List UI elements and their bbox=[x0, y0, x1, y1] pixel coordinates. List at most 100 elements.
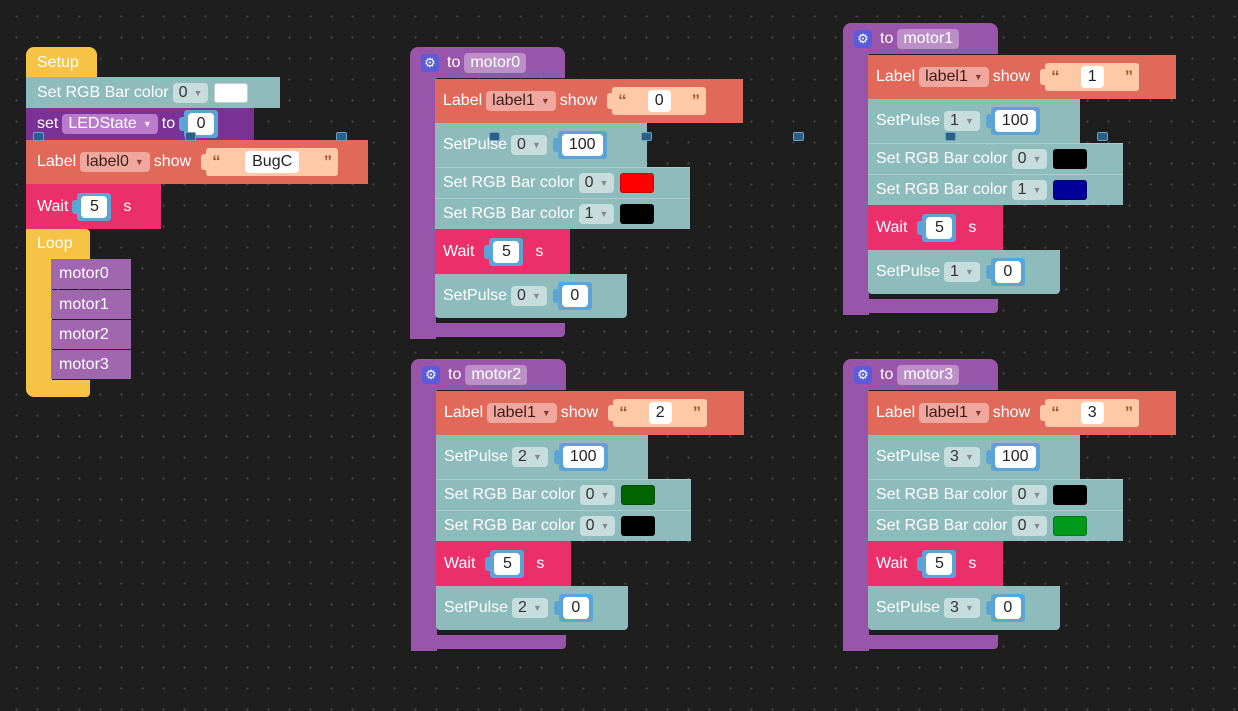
procedure-hat-block[interactable]: ⚙ to motor1 bbox=[843, 23, 998, 54]
rgb-index-dropdown[interactable]: 1▼ bbox=[578, 204, 615, 224]
label-target-dropdown[interactable]: label1▼ bbox=[919, 403, 989, 423]
number-value[interactable]: 0 bbox=[561, 285, 588, 307]
pulse-index-dropdown[interactable]: 3▼ bbox=[944, 598, 980, 618]
text-input[interactable]: “0” bbox=[612, 87, 707, 115]
color-swatch[interactable] bbox=[620, 204, 655, 224]
color-swatch[interactable] bbox=[621, 516, 656, 536]
label-show-block[interactable]: Label label1▼ show “3” bbox=[868, 391, 1176, 435]
number-value[interactable]: 5 bbox=[926, 216, 953, 239]
color-swatch[interactable] bbox=[1053, 180, 1088, 200]
rgb-index-dropdown[interactable]: 0▼ bbox=[579, 516, 616, 536]
number-input[interactable]: 0 bbox=[985, 594, 1025, 622]
number-input[interactable]: 0 bbox=[553, 594, 593, 622]
setpulse-block[interactable]: SetPulse 0▼ 100 bbox=[435, 123, 647, 167]
number-input[interactable]: 100 bbox=[553, 443, 608, 471]
number-input[interactable]: 5 bbox=[485, 549, 525, 578]
procedure-hat-block[interactable]: ⚙ to motor0 bbox=[410, 47, 565, 78]
pulse-index-dropdown[interactable]: 3▼ bbox=[944, 447, 980, 467]
number-input[interactable]: 100 bbox=[985, 107, 1040, 135]
setup-wait-block[interactable]: Wait 5 s bbox=[26, 184, 161, 229]
number-value[interactable]: 5 bbox=[494, 552, 521, 575]
procedure-hat-block[interactable]: ⚙ to motor3 bbox=[843, 359, 998, 390]
number-input[interactable]: 100 bbox=[985, 443, 1040, 471]
pulse-index-dropdown[interactable]: 1▼ bbox=[944, 262, 980, 282]
text-input[interactable]: “1” bbox=[1045, 63, 1140, 91]
label-target-dropdown[interactable]: label1▼ bbox=[919, 67, 989, 87]
color-swatch[interactable] bbox=[620, 173, 655, 193]
text-input[interactable]: “BugC” bbox=[206, 148, 339, 176]
set-rgb-block-1[interactable]: Set RGB Bar color 0▼ bbox=[868, 479, 1123, 510]
loop-block[interactable]: Loop bbox=[26, 229, 90, 259]
set-rgb-block-2[interactable]: Set RGB Bar color 0▼ bbox=[436, 510, 691, 541]
gear-icon[interactable]: ⚙ bbox=[854, 29, 872, 48]
call-motor3-block[interactable]: motor3 bbox=[51, 350, 131, 379]
number-value[interactable]: 100 bbox=[561, 134, 603, 156]
color-swatch[interactable] bbox=[1053, 485, 1088, 505]
gear-icon[interactable]: ⚙ bbox=[421, 53, 439, 72]
setpulse-block[interactable]: SetPulse 3▼ 100 bbox=[868, 435, 1080, 479]
number-input[interactable]: 5 bbox=[917, 549, 957, 578]
number-input[interactable]: 100 bbox=[552, 131, 607, 159]
text-value[interactable]: 0 bbox=[647, 90, 671, 112]
color-swatch[interactable] bbox=[214, 82, 249, 103]
number-value[interactable]: 0 bbox=[562, 597, 589, 619]
procedure-name-field[interactable]: motor1 bbox=[897, 28, 960, 49]
rgb-index-dropdown[interactable]: 0▼ bbox=[1011, 485, 1048, 505]
text-value[interactable]: 2 bbox=[648, 402, 672, 424]
setpulse-block-2[interactable]: SetPulse 1▼ 0 bbox=[868, 250, 1060, 294]
pulse-index-dropdown[interactable]: 1▼ bbox=[944, 111, 980, 131]
rgb-index-dropdown[interactable]: 0▼ bbox=[1011, 516, 1048, 536]
procedure-name-field[interactable]: motor3 bbox=[897, 364, 960, 385]
color-swatch[interactable] bbox=[621, 485, 656, 505]
label-show-block[interactable]: Label label1▼ show “0” bbox=[435, 79, 743, 123]
number-value[interactable]: 0 bbox=[994, 261, 1021, 283]
label-target-dropdown[interactable]: label0▼ bbox=[80, 152, 150, 172]
label-target-dropdown[interactable]: label1▼ bbox=[486, 91, 556, 111]
call-motor1-block[interactable]: motor1 bbox=[51, 290, 131, 319]
set-rgb-block-1[interactable]: Set RGB Bar color 0▼ bbox=[435, 167, 690, 198]
number-input[interactable]: 0 bbox=[985, 258, 1025, 286]
variable-dropdown[interactable]: LEDState▼ bbox=[62, 114, 158, 134]
set-rgb-block-2[interactable]: Set RGB Bar color 0▼ bbox=[868, 510, 1123, 541]
setpulse-block[interactable]: SetPulse 2▼ 100 bbox=[436, 435, 648, 479]
wait-block[interactable]: Wait 5 s bbox=[868, 541, 1003, 586]
number-value[interactable]: 5 bbox=[926, 552, 953, 575]
number-input[interactable]: 0 bbox=[552, 282, 592, 310]
pulse-index-dropdown[interactable]: 0▼ bbox=[511, 135, 547, 155]
gear-icon[interactable]: ⚙ bbox=[854, 365, 872, 384]
label-target-dropdown[interactable]: label1▼ bbox=[487, 403, 557, 423]
setpulse-block-2[interactable]: SetPulse 2▼ 0 bbox=[436, 586, 628, 630]
setup-set-rgb-block[interactable]: Set RGB Bar color 0▼ bbox=[26, 77, 280, 108]
number-value[interactable]: 100 bbox=[994, 110, 1036, 132]
call-motor2-block[interactable]: motor2 bbox=[51, 320, 131, 349]
number-input[interactable]: 5 bbox=[917, 213, 957, 242]
rgb-index-dropdown[interactable]: 0▼ bbox=[1011, 149, 1048, 169]
label-show-block[interactable]: Label label1▼ show “1” bbox=[868, 55, 1176, 99]
wait-block[interactable]: Wait 5 s bbox=[435, 229, 570, 274]
number-value[interactable]: 5 bbox=[81, 195, 108, 218]
procedure-name-field[interactable]: motor0 bbox=[464, 52, 527, 73]
set-rgb-block-1[interactable]: Set RGB Bar color 0▼ bbox=[436, 479, 691, 510]
text-input[interactable]: “3” bbox=[1045, 399, 1140, 427]
setup-label-block[interactable]: Label label0▼ show “BugC” bbox=[26, 140, 368, 184]
number-value[interactable]: 0 bbox=[994, 597, 1021, 619]
number-value[interactable]: 5 bbox=[493, 240, 520, 263]
number-value[interactable]: 100 bbox=[562, 446, 604, 468]
text-value[interactable]: 1 bbox=[1080, 66, 1104, 88]
setpulse-block[interactable]: SetPulse 1▼ 100 bbox=[868, 99, 1080, 143]
text-value[interactable]: BugC bbox=[245, 151, 300, 173]
wait-block[interactable]: Wait 5 s bbox=[868, 205, 1003, 250]
text-input[interactable]: “2” bbox=[613, 399, 708, 427]
pulse-index-dropdown[interactable]: 2▼ bbox=[512, 598, 548, 618]
number-value[interactable]: 0 bbox=[188, 113, 215, 135]
text-value[interactable]: 3 bbox=[1080, 402, 1104, 424]
pulse-index-dropdown[interactable]: 0▼ bbox=[511, 286, 547, 306]
setup-set-var-block[interactable]: set LEDState▼ to 0 bbox=[26, 108, 254, 140]
setpulse-block-2[interactable]: SetPulse 0▼ 0 bbox=[435, 274, 627, 318]
rgb-index-dropdown[interactable]: 0▼ bbox=[579, 485, 616, 505]
set-rgb-block-1[interactable]: Set RGB Bar color 0▼ bbox=[868, 143, 1123, 174]
setup-hat-block[interactable]: Setup bbox=[26, 47, 97, 78]
color-swatch[interactable] bbox=[1053, 516, 1088, 536]
number-value[interactable]: 100 bbox=[994, 446, 1036, 468]
pulse-index-dropdown[interactable]: 2▼ bbox=[512, 447, 548, 467]
